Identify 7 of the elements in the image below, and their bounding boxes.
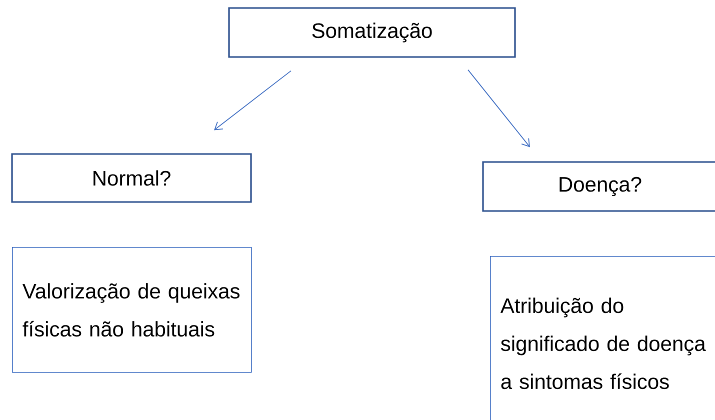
label-box: Somatização	[228, 7, 516, 58]
text-box: Valorização de queixas físicas não habituais	[12, 246, 252, 373]
arrow	[214, 70, 292, 130]
label-box: Doença?	[482, 161, 715, 212]
text-box: Atribuição do significado de doença a sintomas físicos	[490, 256, 715, 420]
arrow	[468, 69, 530, 148]
label-box: Normal?	[11, 153, 252, 203]
